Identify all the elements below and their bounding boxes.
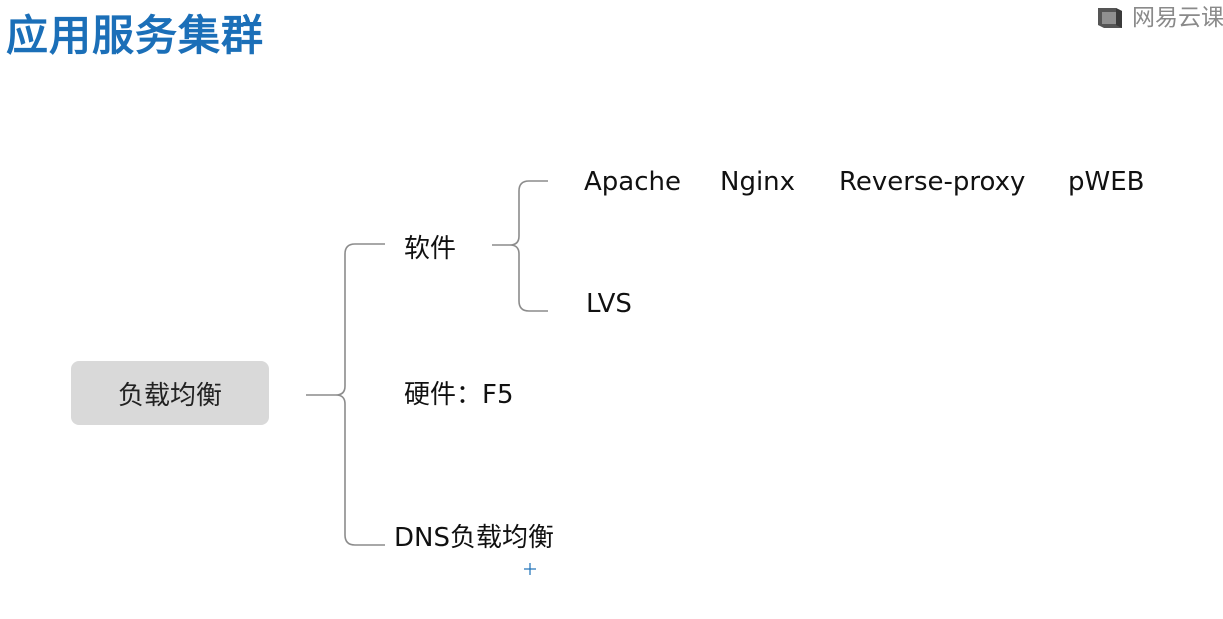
cursor-crosshair-icon <box>524 563 536 575</box>
software-child-pweb: pWEB <box>1068 167 1145 197</box>
software-child-lvs: LVS <box>586 289 632 319</box>
software-child-apache: Apache <box>584 167 681 197</box>
page-title: 应用服务集群 <box>6 11 265 60</box>
brand-logo: 网易云课 <box>1096 2 1223 34</box>
root-node: 负载均衡 <box>71 361 269 425</box>
root-bracket <box>306 243 385 546</box>
branch-dns: DNS负载均衡 <box>394 523 554 553</box>
software-child-reverse-proxy: Reverse-proxy <box>839 167 1026 197</box>
software-bracket <box>492 180 548 312</box>
root-node-label: 负载均衡 <box>117 380 222 411</box>
brand-logo-text: 网易云课 <box>1132 5 1223 31</box>
branch-hardware: 硬件：F5 <box>404 380 514 410</box>
book-icon <box>1098 8 1122 28</box>
software-child-nginx: Nginx <box>720 167 796 197</box>
branch-software: 软件 <box>404 234 457 264</box>
